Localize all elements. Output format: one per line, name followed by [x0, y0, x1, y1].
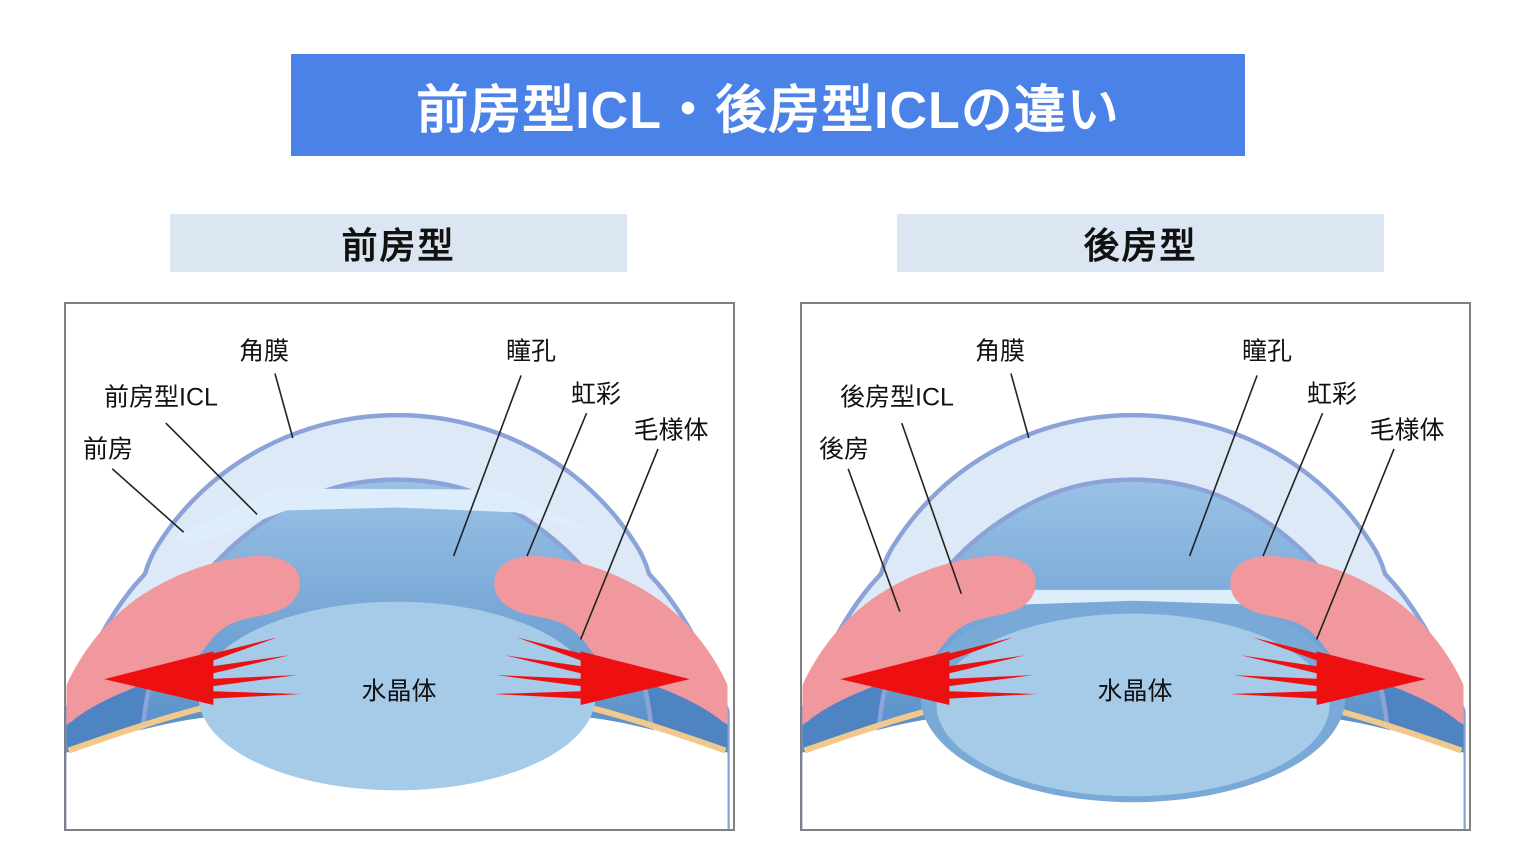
- eye-diagram-posterior: [802, 373, 1466, 829]
- page-title: 前房型ICL・後房型ICLの違い: [416, 81, 1120, 140]
- section-header-posterior: 後房型: [897, 214, 1384, 272]
- icl-leader-line: [165, 422, 258, 515]
- section-header-anterior-label: 前房型: [341, 225, 456, 266]
- iris-label: 虹彩: [570, 380, 622, 409]
- icl-lens-shape: [168, 488, 597, 545]
- iris-leader-line: [526, 412, 588, 557]
- cornea-leader-line: [1010, 373, 1030, 439]
- chamber-label: 後房: [818, 435, 870, 464]
- pupil-leader-line: [452, 375, 522, 557]
- panel-posterior: 角膜 後房型ICL 後房 瞳孔 虹彩 毛様体 水晶体: [800, 302, 1471, 831]
- ciliary-leader-line: [1315, 448, 1395, 640]
- iris-label: 虹彩: [1306, 380, 1358, 409]
- crystalline-lens-shape: [198, 601, 596, 791]
- cornea-label: 角膜: [238, 337, 290, 366]
- lens-label: 水晶体: [361, 677, 437, 706]
- icl-label: 後房型ICL: [840, 383, 954, 412]
- ciliary-label: 毛様体: [633, 416, 709, 445]
- chamber-leader-line: [111, 468, 185, 533]
- cornea-leader-line: [274, 373, 294, 439]
- lens-label: 水晶体: [1097, 677, 1173, 706]
- section-header-posterior-label: 後房型: [1083, 225, 1198, 266]
- crystalline-lens-shape: [936, 613, 1330, 797]
- panel-anterior: 角膜 前房型ICL 前房 瞳孔 虹彩 毛様体 水晶体: [64, 302, 735, 831]
- chamber-leader-line: [847, 468, 901, 612]
- icl-label: 前房型ICL: [104, 383, 218, 412]
- pupil-leader-line: [1188, 375, 1258, 557]
- ciliary-leader-line: [579, 448, 659, 640]
- pupil-label: 瞳孔: [1241, 337, 1293, 366]
- section-header-anterior: 前房型: [170, 214, 627, 272]
- title-banner: 前房型ICL・後房型ICLの違い: [291, 54, 1245, 156]
- chamber-label: 前房: [82, 435, 134, 464]
- ciliary-label: 毛様体: [1369, 416, 1445, 445]
- iris-leader-line: [1262, 412, 1324, 557]
- eye-diagram-anterior: [66, 373, 730, 829]
- icl-leader-line: [901, 422, 963, 595]
- cornea-label: 角膜: [974, 337, 1026, 366]
- pupil-label: 瞳孔: [505, 337, 557, 366]
